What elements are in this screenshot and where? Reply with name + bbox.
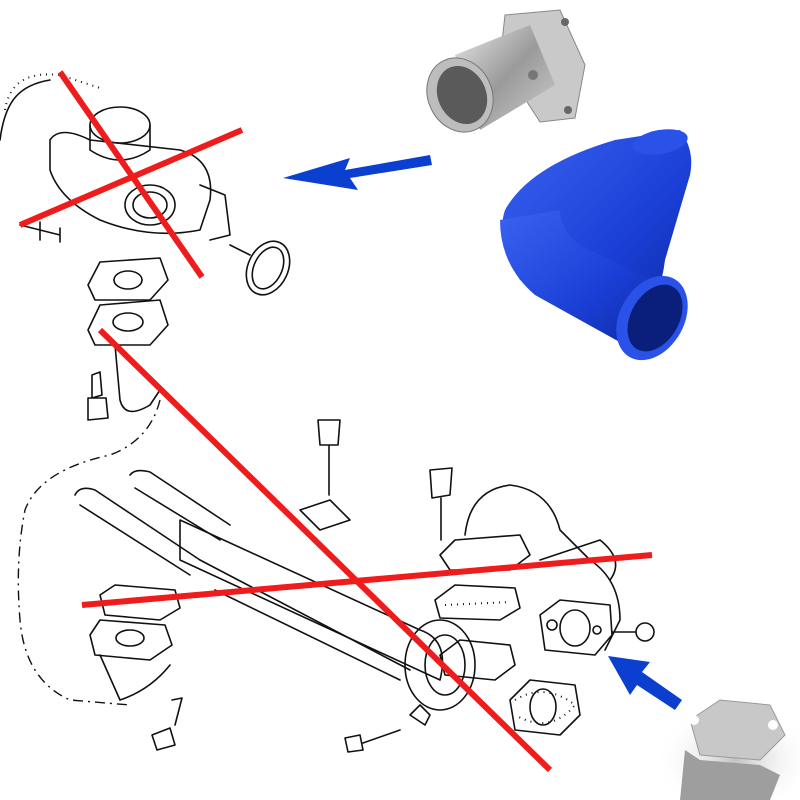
arrow-up-left-icon: [608, 656, 682, 710]
silicone-elbow-hose-photo: [500, 129, 692, 361]
egr-blanking-plate-photo: [655, 699, 800, 800]
arrow-left-icon: [283, 155, 432, 190]
cross-line: [81, 552, 653, 608]
egr-valve-drawing: [0, 73, 291, 421]
cross-line: [18, 127, 244, 228]
cross-line: [97, 327, 553, 773]
egr-blanking-pipe-photo: [426, 9, 586, 133]
cross-out-icon: [18, 70, 653, 773]
egr-cooler-drawing: [17, 399, 655, 753]
